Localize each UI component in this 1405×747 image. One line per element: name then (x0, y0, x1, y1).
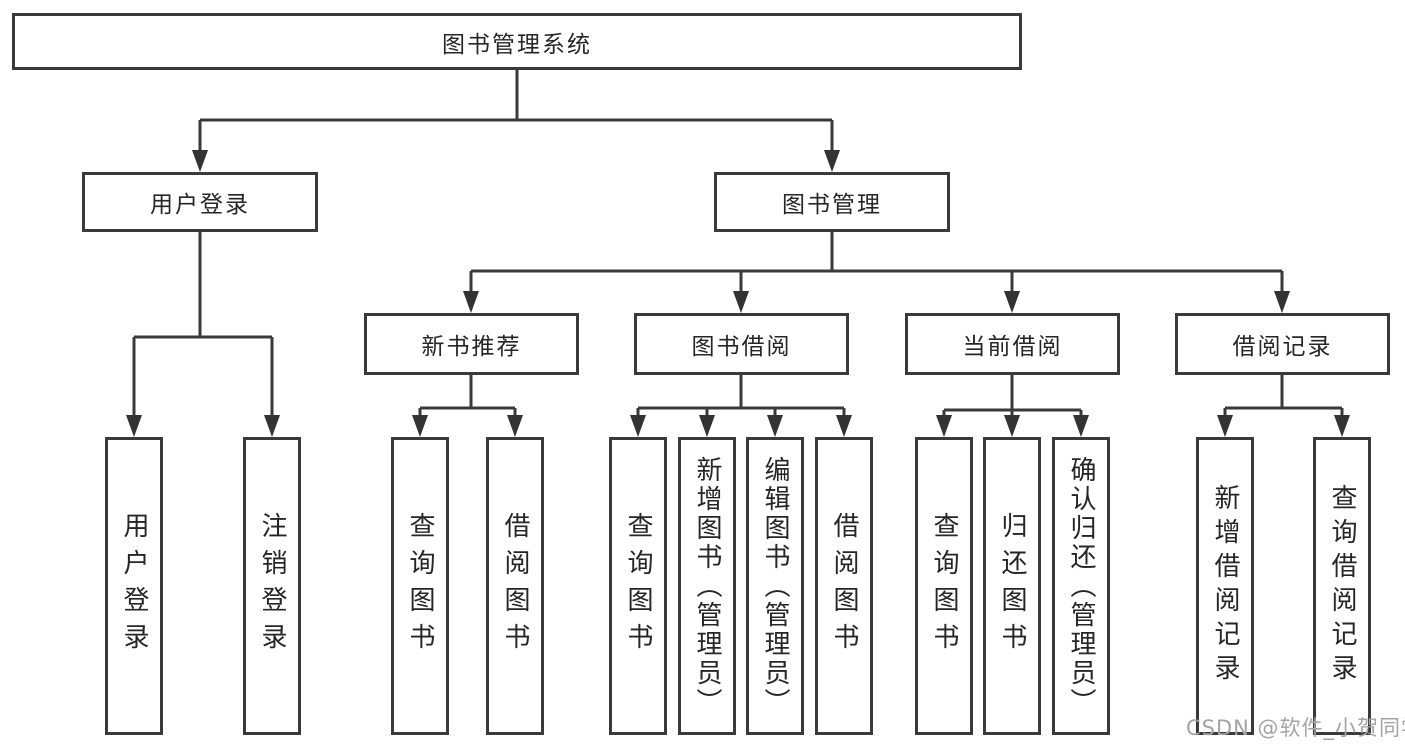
node-label: 查询图书 (405, 512, 435, 660)
leaf-borrow-query: 查询图书 (609, 437, 667, 735)
connector-bookmgmt-to-level3 (469, 232, 1284, 295)
node-label: 借阅图书 (829, 512, 859, 660)
node-current-borrow: 当前借阅 (905, 313, 1120, 375)
leaf-newbook-borrow: 借阅图书 (486, 437, 544, 735)
arrow-icon (1334, 415, 1350, 437)
leaf-record-add: 新增借阅记录 (1196, 437, 1254, 735)
connector-borrowrecord-to-leaves (1223, 375, 1344, 419)
node-label: 图书管理 (782, 192, 882, 218)
connector-bookborrow-to-leaves (636, 375, 846, 419)
connector-root-to-level2 (198, 70, 834, 154)
node-label: 新增图书（管理员） (692, 455, 722, 717)
node-label: 用户登录 (119, 512, 149, 660)
leaf-current-confirm-admin: 确认归还（管理员） (1052, 437, 1110, 735)
leaf-borrow-edit-admin: 编辑图书（管理员） (746, 437, 804, 735)
node-label: 注销登录 (257, 512, 287, 660)
leaf-record-query: 查询借阅记录 (1313, 437, 1371, 735)
node-label: 当前借阅 (962, 334, 1063, 360)
arrow-icon (1004, 291, 1020, 313)
leaf-newbook-query: 查询图书 (391, 437, 449, 735)
node-book-management: 图书管理 (714, 172, 950, 232)
arrow-icon (1217, 415, 1233, 437)
node-book-borrow: 图书借阅 (634, 313, 849, 375)
arrow-icon (824, 150, 840, 172)
arrow-icon (463, 291, 479, 313)
connector-newbook-to-leaves (418, 375, 517, 419)
node-label: 归还图书 (997, 512, 1027, 660)
node-label: 用户登录 (150, 192, 250, 218)
connector-currentborrow-to-leaves (942, 375, 1083, 419)
node-label: 借阅记录 (1232, 334, 1333, 360)
node-label: 查询借阅记录 (1327, 484, 1357, 688)
arrow-icon (264, 415, 280, 437)
connector-userlogin-to-leaves (132, 232, 274, 419)
arrow-icon (412, 415, 428, 437)
node-label: 图书借阅 (691, 334, 792, 360)
arrow-icon (1073, 415, 1089, 437)
node-label: 新增借阅记录 (1210, 484, 1240, 688)
arrow-icon (733, 291, 749, 313)
node-user-login: 用户登录 (82, 172, 318, 232)
arrow-icon (192, 150, 208, 172)
leaf-current-query: 查询图书 (915, 437, 973, 735)
node-label: 查询图书 (929, 512, 959, 660)
arrowheads (126, 150, 1350, 437)
arrow-icon (126, 415, 142, 437)
leaf-borrow-borrow: 借阅图书 (815, 437, 873, 735)
leaf-user-login: 用户登录 (105, 437, 163, 735)
arrow-icon (936, 415, 952, 437)
node-label: 图书管理系统 (442, 31, 592, 58)
node-label: 编辑图书（管理员） (760, 455, 790, 717)
leaf-current-return: 归还图书 (983, 437, 1041, 735)
csdn-watermark: CSDN @软件_小贺同学 (1186, 716, 1405, 740)
node-label: 借阅图书 (500, 512, 530, 660)
node-label: 新书推荐 (421, 334, 522, 360)
arrow-icon (699, 415, 715, 437)
leaf-logout: 注销登录 (243, 437, 301, 735)
leaf-borrow-add-admin: 新增图书（管理员） (678, 437, 736, 735)
node-label: 查询图书 (623, 512, 653, 660)
arrow-icon (1004, 415, 1020, 437)
arrow-icon (836, 415, 852, 437)
node-label: 确认归还（管理员） (1066, 455, 1096, 717)
arrow-icon (630, 415, 646, 437)
node-new-book-recommend: 新书推荐 (364, 313, 579, 375)
arrow-icon (507, 415, 523, 437)
node-library-system: 图书管理系统 (12, 13, 1022, 70)
arrow-icon (1274, 291, 1290, 313)
node-borrow-record: 借阅记录 (1175, 313, 1390, 375)
arrow-icon (767, 415, 783, 437)
